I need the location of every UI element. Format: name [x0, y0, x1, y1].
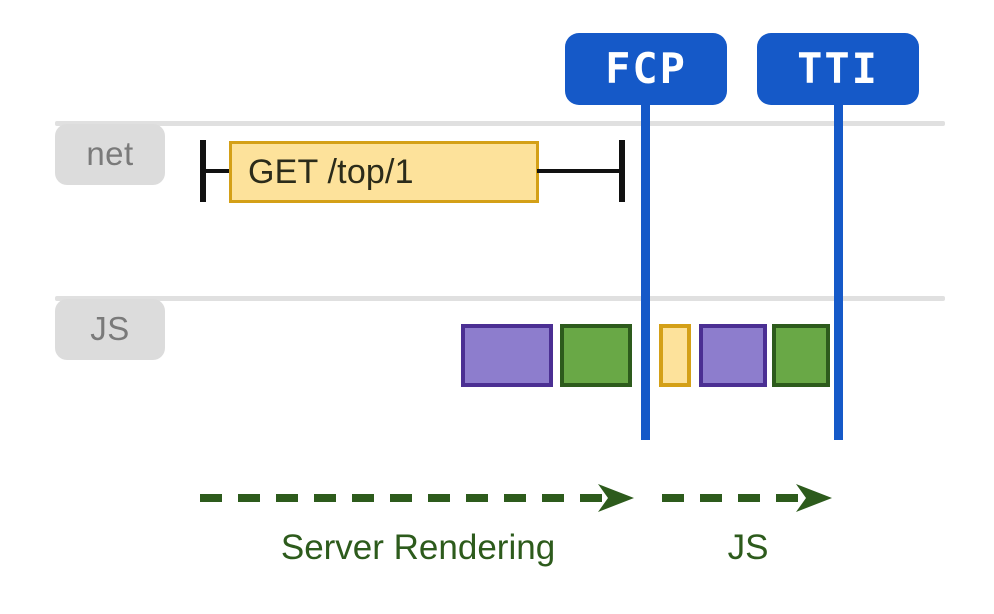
- server-rendering-arrow: [198, 483, 638, 513]
- js-task-block[interactable]: [461, 324, 553, 387]
- net-request-bar[interactable]: GET /top/1: [229, 141, 539, 203]
- js-phase-arrow: [660, 483, 836, 513]
- net-track-label-chip: net: [55, 124, 165, 185]
- server-rendering-label: Server Rendering: [198, 530, 638, 565]
- net-request-label: GET /top/1: [248, 152, 414, 191]
- js-task-block[interactable]: [560, 324, 632, 387]
- server-rendering-label-text: Server Rendering: [280, 528, 556, 567]
- tti-marker-line: [834, 100, 843, 440]
- dashed-arrow-right-icon: [200, 484, 634, 512]
- js-phase-label-text: JS: [727, 528, 769, 567]
- net-track-line: [55, 121, 945, 126]
- js-track-line: [55, 296, 945, 301]
- js-task-block[interactable]: [772, 324, 830, 387]
- fcp-marker-label: FCP: [605, 44, 687, 93]
- net-request-right-whisker: [537, 169, 625, 173]
- dashed-arrow-right-icon: [662, 484, 832, 512]
- fcp-marker-badge[interactable]: FCP: [565, 33, 727, 105]
- js-track-label-text: JS: [90, 309, 130, 347]
- tti-marker-badge[interactable]: TTI: [757, 33, 919, 105]
- fcp-marker-line: [641, 100, 650, 440]
- net-track-label-text: net: [86, 134, 134, 172]
- js-task-block[interactable]: [699, 324, 767, 387]
- tti-marker-label: TTI: [797, 44, 879, 93]
- js-task-block[interactable]: [659, 324, 691, 387]
- net-request-left-whisker: [200, 169, 232, 173]
- js-track-label-chip: JS: [55, 299, 165, 360]
- js-phase-label: JS: [660, 530, 836, 565]
- net-request-end-cap: [619, 140, 625, 202]
